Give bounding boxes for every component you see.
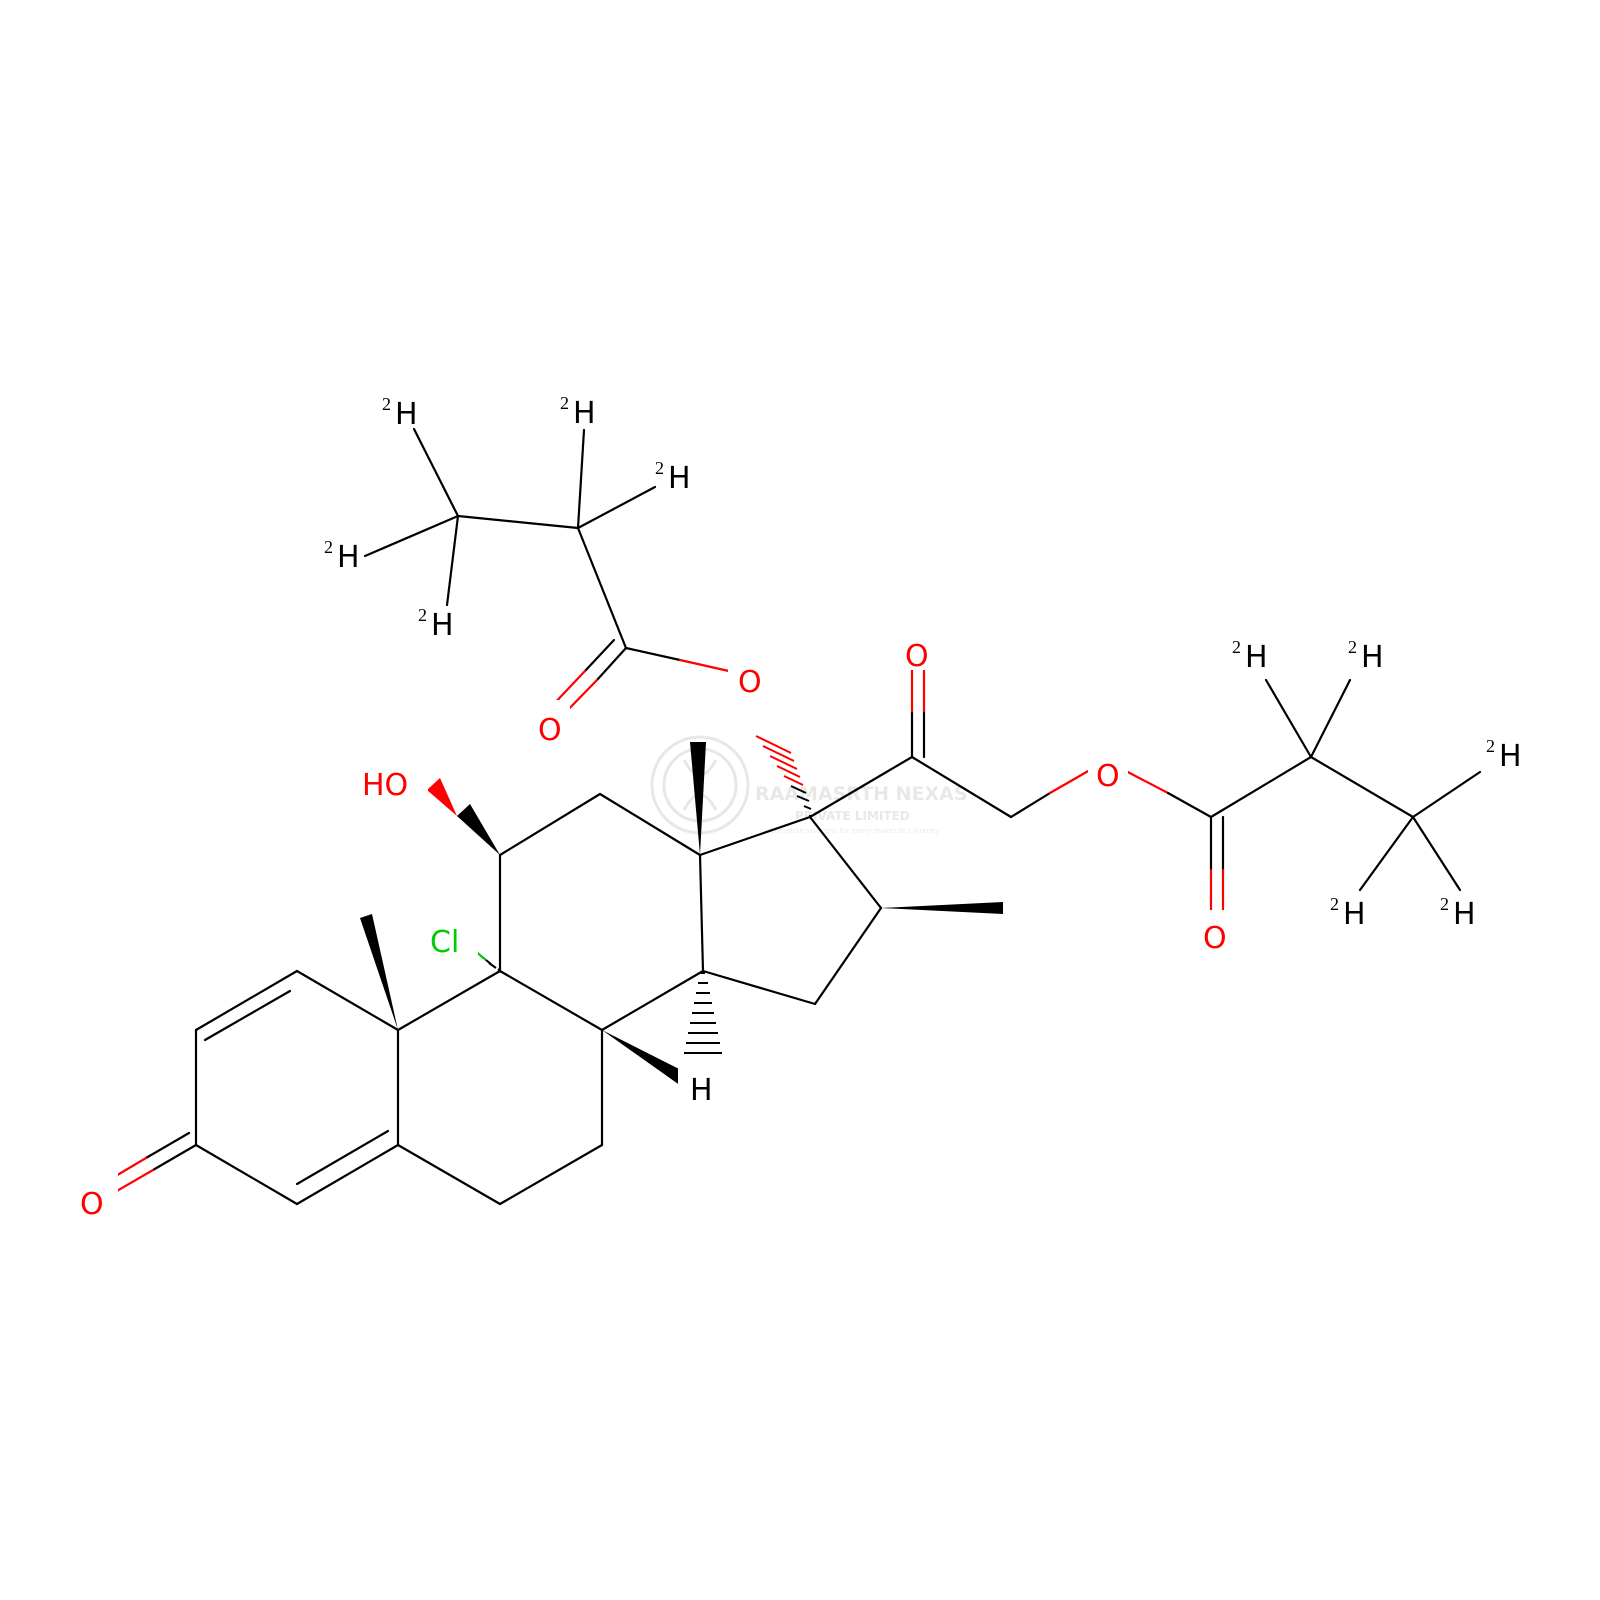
d-label-1: 2 H [382,394,418,432]
svg-text:2: 2 [1330,894,1339,914]
svg-text:2: 2 [1348,637,1357,657]
watermark-tagline: Complete solutions for every molecule's … [770,827,939,835]
svg-text:H: H [431,608,454,643]
watermark-line2: PRIVATE LIMITED [795,809,910,823]
svg-text:2: 2 [655,458,664,478]
watermark-line1: RAAMASRTH NEXAS [755,783,968,805]
atom-h-c14: H [690,1073,713,1108]
atom-labels: O HO Cl H O O O O O [70,628,1236,1222]
svg-text:H: H [668,461,691,496]
svg-text:H: H [1361,640,1384,675]
atom-cl-c9: Cl [430,925,459,960]
d-label-9: 2 H [1330,894,1366,932]
hetero-bonds [102,638,1225,1197]
svg-text:2: 2 [324,537,333,557]
d-label-4: 2 H [324,537,360,575]
bonds [194,427,1482,1206]
svg-text:H: H [395,397,418,432]
svg-text:2: 2 [1232,637,1241,657]
atom-o-carbonyl-left: O [538,713,562,748]
svg-text:2: 2 [560,393,569,413]
svg-text:2: 2 [382,394,391,414]
d-label-8: 2 H [1486,736,1522,774]
svg-text:H: H [1499,739,1522,774]
d-label-10: 2 H [1440,894,1476,932]
svg-text:H: H [573,396,596,431]
d-label-2: 2 H [560,393,596,431]
svg-text:H: H [1343,897,1366,932]
atom-o-ester-17: O [738,665,762,700]
d-label-6: 2 H [1232,637,1268,675]
d-label-5: 2 H [418,605,454,643]
d-label-3: 2 H [655,458,691,496]
svg-text:H: H [337,540,360,575]
svg-text:2: 2 [1486,736,1495,756]
atom-o-c21: O [1096,759,1120,794]
svg-text:2: 2 [1440,894,1449,914]
svg-text:H: H [1453,897,1476,932]
svg-text:H: H [1245,640,1268,675]
atom-o-c3: O [80,1187,104,1222]
hash-bonds [464,735,812,1054]
deuterium-labels: 2 H 2 H 2 H 2 H 2 H 2 H 2 H 2 H [324,393,1522,932]
atom-ho-c11: HO [362,768,408,803]
svg-text:2: 2 [418,605,427,625]
atom-o-carbonyl-right: O [1203,921,1227,956]
d-label-7: 2 H [1348,637,1384,675]
wedge-bonds [360,742,1003,1086]
atom-o-c20: O [905,639,929,674]
